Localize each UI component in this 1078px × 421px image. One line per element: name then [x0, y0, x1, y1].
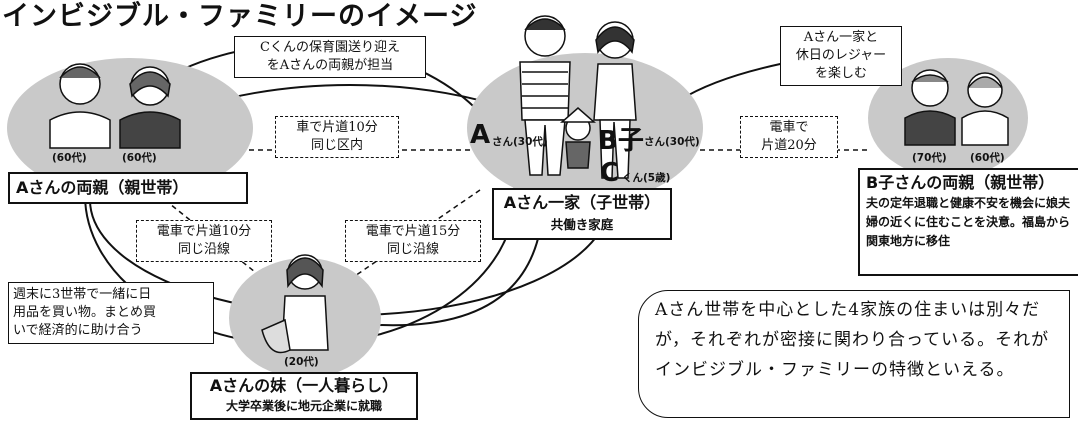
note-line: 同じ沿線	[177, 242, 230, 257]
note-line: 用品を買い物。まとめ買	[13, 305, 157, 320]
note-train10: 電車で片道10分 同じ沿線	[136, 220, 272, 262]
note-line: 同じ沿線	[386, 242, 439, 257]
note-line: 電車で片道15分	[365, 224, 461, 239]
a-household-desc: 共働き家庭	[550, 217, 614, 232]
sister-figure	[261, 254, 329, 354]
b-parents-name: B子さんの両親（親世帯）	[866, 173, 1055, 192]
sister-box: Aさんの妹（一人暮らし） 大学卒業後に地元企業に就職	[190, 372, 418, 420]
member-a-age: さん(30代)	[492, 136, 548, 148]
member-b-label: B子	[598, 126, 644, 156]
note-line: 同じ区内	[310, 138, 363, 153]
note-car10: 車で片道10分 同じ区内	[275, 116, 399, 158]
member-a-label: A	[470, 120, 491, 150]
member-c-age: くん(5歳)	[622, 172, 671, 184]
note-line: 車で片道10分	[296, 120, 378, 135]
page-title: インビジブル・ファミリーのイメージ	[2, 1, 478, 32]
note-line: Cくんの保育園送り迎え	[260, 40, 400, 55]
age-label: (60代)	[52, 152, 87, 164]
note-line: Aさん一家と	[803, 30, 879, 45]
note-line: 片道20分	[761, 138, 817, 153]
connection-center-sister	[379, 229, 541, 327]
note-shopping: 週末に3世帯で一緒に日 用品を買い物。まとめ買 いで経済的に助け合う	[8, 282, 214, 344]
note-line: を楽しむ	[814, 66, 867, 81]
note-train15: 電車で片道15分 同じ沿線	[345, 220, 481, 262]
age-label: (20代)	[284, 356, 319, 368]
age-label: (60代)	[970, 152, 1005, 164]
b-parents-figures	[904, 69, 1009, 146]
a-parents-name: Aさんの両親（親世帯）	[16, 178, 189, 197]
note-line: 電車で	[769, 120, 809, 135]
a-household-name: Aさん一家（子世帯）	[503, 193, 661, 212]
note-line: をAさんの両親が担当	[266, 58, 394, 73]
member-b-age: さん(30代)	[644, 136, 700, 148]
note-line: 休日のレジャー	[795, 48, 887, 63]
note-line: 電車で片道10分	[156, 224, 252, 239]
b-parents-box: B子さんの両親（親世帯） 夫の定年退職と健康不安を機会に娘夫婦の近くに住むことを…	[858, 168, 1078, 276]
note-train20: 電車で 片道20分	[740, 116, 838, 158]
note-line: 週末に3世帯で一緒に日	[13, 287, 152, 302]
note-line: いで経済的に助け合う	[13, 323, 143, 338]
b-parents-desc: 夫の定年退職と健康不安を機会に娘夫婦の近くに住むことを決意。福島から関東地方に移…	[866, 196, 1071, 248]
a-parents-figures	[49, 63, 181, 149]
note-leisure: Aさん一家と 休日のレジャー を楽しむ	[780, 26, 902, 86]
a-household-box: Aさん一家（子世帯） 共働き家庭	[492, 188, 672, 240]
age-label: (60代)	[122, 152, 157, 164]
sister-name: Aさんの妹（一人暮らし）	[209, 376, 399, 395]
age-label: (70代)	[912, 152, 947, 164]
sister-desc: 大学卒業後に地元企業に就職	[225, 399, 382, 413]
note-childcare: Cくんの保育園送り迎え をAさんの両親が担当	[234, 36, 426, 78]
a-household-figures	[519, 15, 637, 179]
summary-callout: Aさん世帯を中心とした4家族の住まいは別々だが，それぞれが密接に関わり合っている…	[638, 290, 1070, 418]
member-c-label: C	[600, 158, 620, 188]
a-parents-box: Aさんの両親（親世帯）	[8, 172, 248, 204]
